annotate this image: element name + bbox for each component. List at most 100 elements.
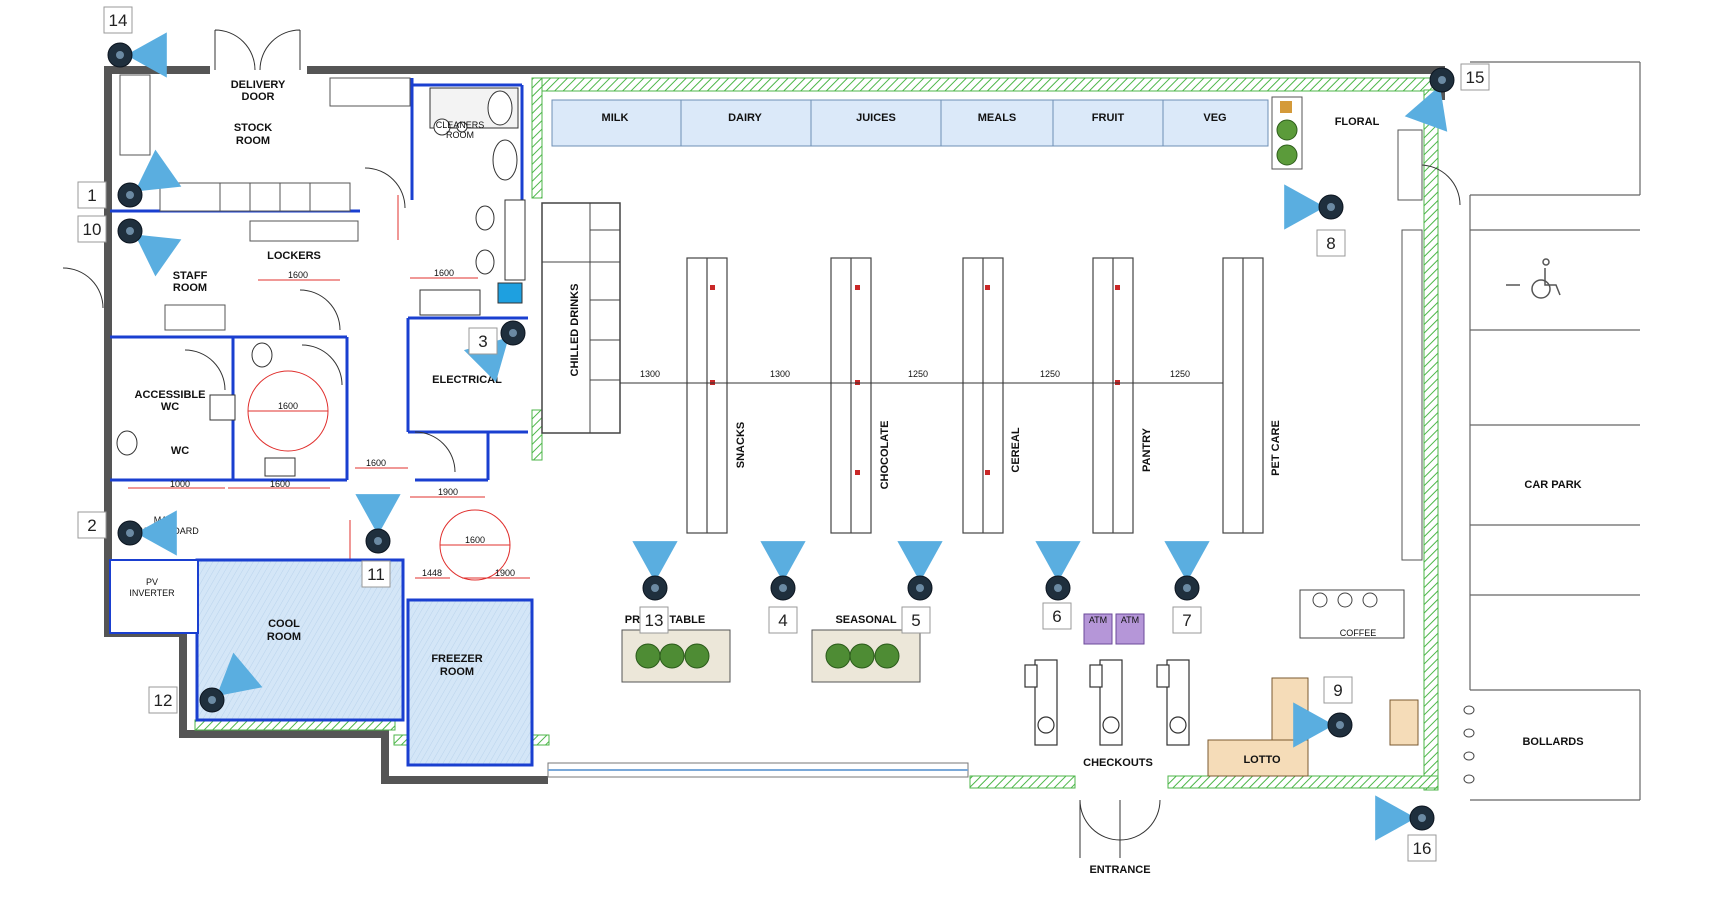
camera-field-of-view — [1293, 702, 1334, 748]
camera-field-of-view — [136, 510, 177, 556]
camera-15: 15 — [1404, 63, 1490, 132]
camera-number-box — [768, 606, 798, 634]
aisle-labels: SNACKS CHOCOLATE CEREAL PANTRY PET CARE — [735, 420, 1282, 489]
aisle-width-3: 1250 — [908, 369, 928, 379]
camera-lens-icon — [1054, 584, 1062, 592]
camera-number-box — [77, 215, 107, 243]
fridge-label-milk: MILK — [602, 112, 629, 124]
door-swings — [62, 29, 1461, 858]
camera-number-label: 4 — [778, 611, 787, 630]
camera-lens-icon — [374, 537, 382, 545]
camera-number-box — [639, 606, 669, 634]
car-park-label: CAR PARK — [1524, 479, 1581, 491]
camera-field-of-view — [355, 494, 401, 535]
aisle-shelf-marks — [710, 285, 1120, 475]
lockers-label: LOCKERS — [267, 250, 321, 262]
camera-number-box — [361, 560, 391, 588]
atm-units: ATM ATM — [1083, 613, 1145, 645]
dim-wc-2: 1600 — [270, 479, 290, 489]
camera-6: 6 — [1035, 541, 1081, 630]
camera-5: 5 — [897, 541, 943, 634]
aisle-label-pet-care: PET CARE — [1270, 420, 1282, 476]
camera-field-of-view — [897, 541, 943, 582]
staff-room-label: STAFF — [173, 270, 208, 282]
pv-inverter-label: PV — [146, 577, 158, 587]
camera-number-label: 7 — [1182, 611, 1191, 630]
toilet-fixtures — [116, 87, 526, 477]
camera-field-of-view — [1375, 795, 1416, 841]
aisle-gondolas — [686, 257, 1264, 534]
camera-number-label: 11 — [367, 565, 385, 584]
camera-lens-icon — [1418, 814, 1426, 822]
camera-lens-icon — [916, 584, 924, 592]
fridge-label-veg: VEG — [1203, 112, 1226, 124]
camera-number-label: 16 — [1413, 839, 1432, 858]
camera-field-of-view — [1164, 541, 1210, 582]
fridge-label-meals: MEALS — [978, 112, 1017, 124]
camera-number-label: 13 — [645, 611, 664, 630]
wc-label: WC — [171, 445, 189, 457]
chilled-drinks-label: CHILLED DRINKS — [569, 284, 581, 377]
camera-lens-icon — [509, 329, 517, 337]
camera-16: 16 — [1375, 795, 1437, 862]
camera-number-label: 14 — [109, 11, 128, 30]
dim-cleaners: 1600 — [434, 268, 454, 278]
camera-field-of-view — [126, 32, 167, 78]
camera-4: 4 — [760, 541, 806, 634]
camera-number-label: 12 — [154, 691, 173, 710]
camera-lens-icon — [779, 584, 787, 592]
dim-electrical: 1900 — [438, 487, 458, 497]
dim-freezer-2: 1900 — [495, 568, 515, 578]
camera-number-box — [77, 181, 107, 209]
fridge-labels: MILK DAIRY JUICES MEALS FRUIT VEG — [602, 112, 1227, 124]
dim-turn-circle-2: 1600 — [465, 535, 485, 545]
seasonal-label: SEASONAL — [835, 614, 896, 626]
camera-10: 10 — [77, 215, 182, 277]
aisle-label-pantry: PANTRY — [1141, 427, 1153, 472]
fridge-label-juices: JUICES — [856, 112, 896, 124]
camera-7: 7 — [1164, 541, 1210, 634]
accessible-parking-icon — [1506, 258, 1561, 299]
cleaners-room-label: CLEANERS — [436, 120, 485, 130]
camera-number-label: 10 — [83, 220, 102, 239]
aisle-width-1: 1300 — [640, 369, 660, 379]
chilled-drinks-unit: CHILLED DRINKS — [541, 202, 621, 434]
floral-stand — [1271, 96, 1423, 561]
camera-lens-icon — [1183, 584, 1191, 592]
fridge-label-dairy: DAIRY — [728, 112, 762, 124]
camera-number-box — [468, 327, 498, 355]
camera-field-of-view — [632, 541, 678, 582]
aisle-dimensions: 1300 1300 1250 1250 1250 — [620, 369, 1223, 384]
freezer-room-label: FREEZER — [431, 653, 482, 665]
camera-field-of-view — [1404, 85, 1448, 132]
turning-circles — [247, 370, 511, 581]
fridge-row: MILK DAIRY JUICES MEALS FRUIT VEG — [551, 99, 1269, 147]
camera-12: 12 — [148, 652, 263, 714]
camera-field-of-view — [134, 149, 182, 192]
camera-lens-icon — [1438, 76, 1446, 84]
camera-field-of-view — [1284, 184, 1325, 230]
dim-turn-circle-1: 1600 — [278, 401, 298, 411]
camera-number-box — [901, 606, 931, 634]
camera-field-of-view — [760, 541, 806, 582]
pv-inverter-label-2: INVERTER — [129, 588, 175, 598]
checkouts-label: CHECKOUTS — [1083, 757, 1153, 769]
camera-13: 13 — [632, 541, 678, 634]
entrance-label: ENTRANCE — [1089, 864, 1150, 876]
camera-lens-icon — [116, 51, 124, 59]
dim-corridor: 1600 — [366, 458, 386, 468]
camera-number-box — [77, 511, 107, 539]
cool-room-label: COOL — [268, 618, 300, 630]
seasonal-table — [811, 629, 921, 683]
staff-room-label-2: ROOM — [173, 282, 207, 294]
camera-number-box — [1042, 602, 1072, 630]
camera-number-box — [1407, 834, 1437, 862]
camera-number-label: 5 — [911, 611, 920, 630]
atm-label-2: ATM — [1121, 615, 1139, 625]
camera-number-box — [1460, 63, 1490, 91]
aisle-width-2: 1300 — [770, 369, 790, 379]
camera-number-label: 6 — [1052, 607, 1061, 626]
camera-8: 8 — [1284, 184, 1346, 257]
camera-lens-icon — [208, 696, 216, 704]
